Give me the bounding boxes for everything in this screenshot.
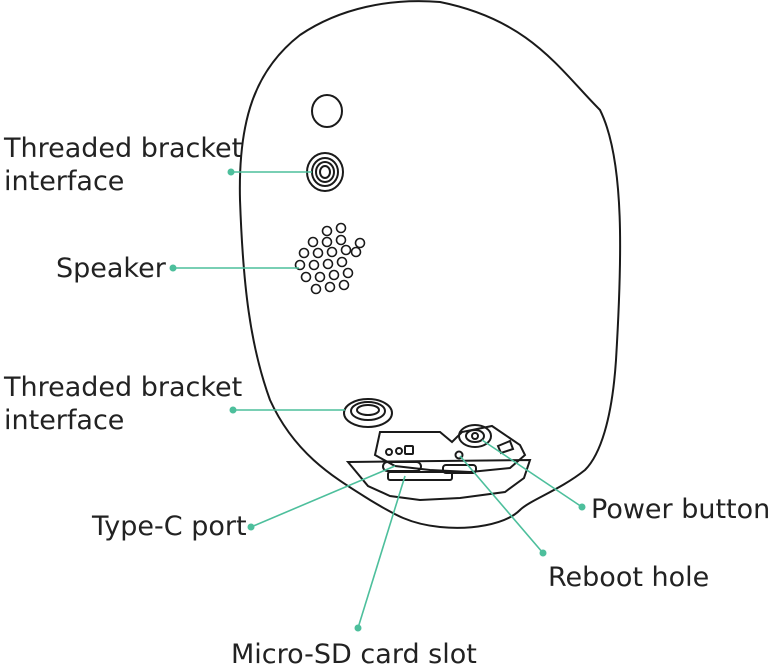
leader-lines xyxy=(173,171,583,629)
port-panel xyxy=(345,424,532,502)
threaded-mount-bottom-icon xyxy=(343,398,393,428)
micro-sd-slot-icon xyxy=(387,471,453,481)
leader-dots xyxy=(169,168,586,632)
leader-type-c xyxy=(250,465,396,528)
leader-power xyxy=(481,439,583,508)
camera-body-outline xyxy=(238,0,622,529)
lens-icon xyxy=(311,94,343,128)
label-line-2: interface xyxy=(4,405,125,436)
reboot-hole-icon xyxy=(454,450,464,460)
power-button-icon xyxy=(458,424,492,448)
threaded-mount-top-icon xyxy=(306,152,344,192)
label-power-button: Power button xyxy=(591,494,771,525)
label-threaded-bracket-top: Threaded bracket interface xyxy=(4,132,242,198)
label-line-1: Threaded bracket xyxy=(4,372,243,403)
label-reboot-hole: Reboot hole xyxy=(548,562,710,593)
label-line-1: Threaded bracket xyxy=(4,133,243,164)
label-micro-sd-slot: Micro-SD card slot xyxy=(231,639,477,670)
label-threaded-bracket-bottom: Threaded bracket interface xyxy=(4,371,242,437)
speaker-grille-icon xyxy=(294,222,366,295)
label-speaker: Speaker xyxy=(56,253,166,284)
label-type-c-port: Type-C port xyxy=(92,511,247,542)
leader-micro-sd xyxy=(357,475,406,629)
leader-reboot xyxy=(459,455,544,554)
label-line-2: interface xyxy=(4,166,125,197)
